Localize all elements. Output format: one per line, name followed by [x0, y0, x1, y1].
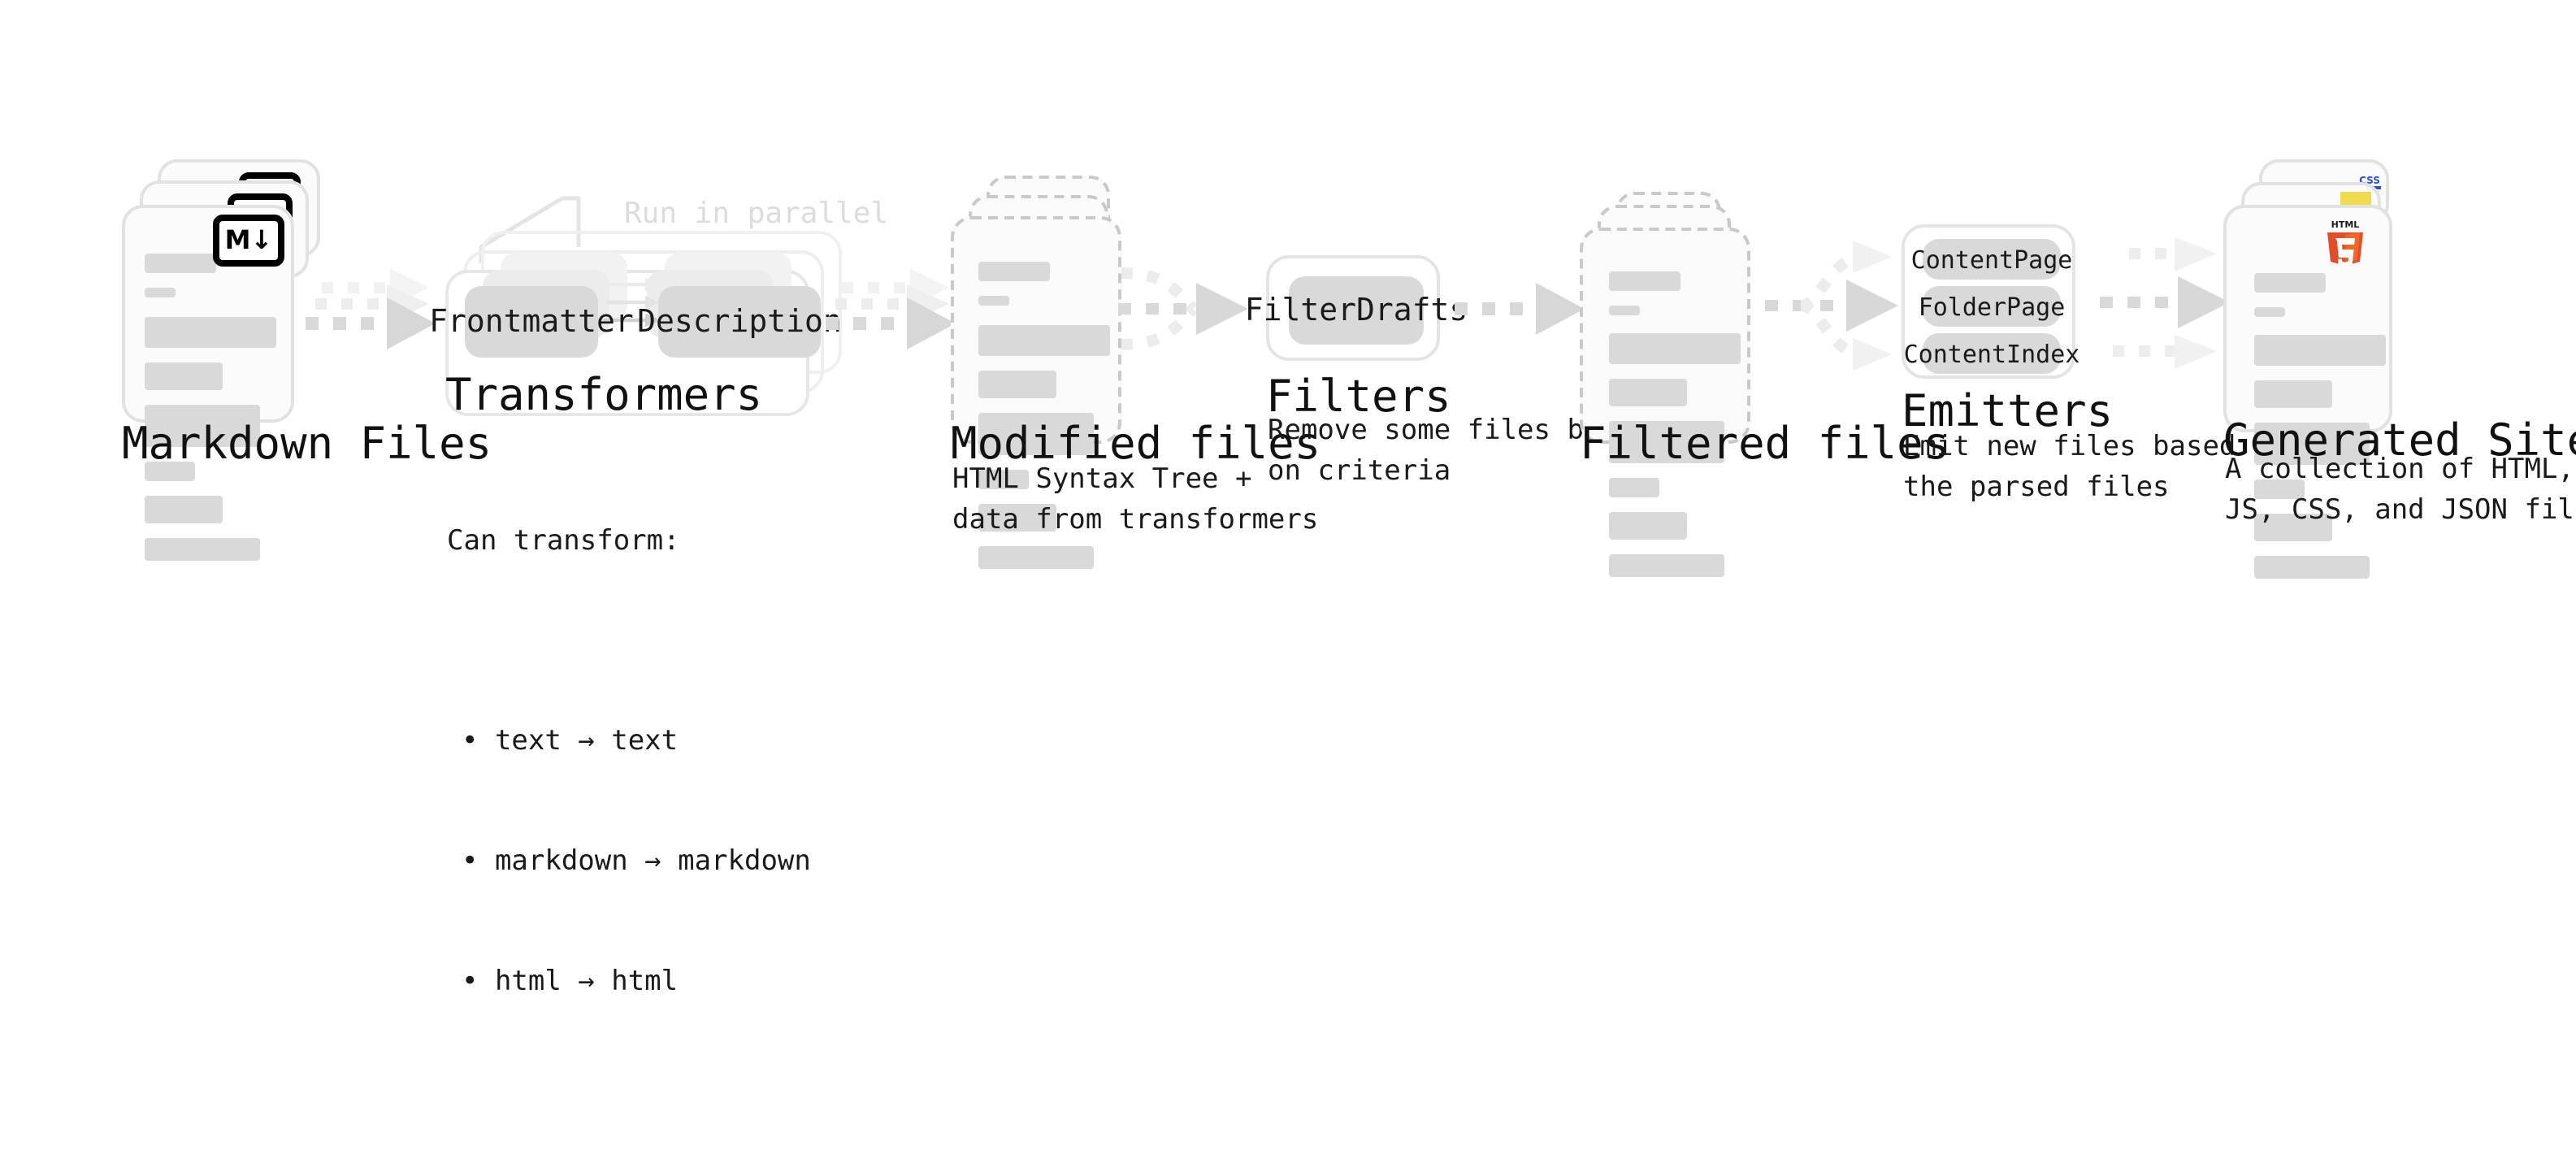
transformers-bullets: • text → text • markdown → markdown • ht… [447, 642, 811, 1083]
chip-frontmatter[interactable]: Frontmatter [429, 286, 634, 358]
stage-title-emitters: Emitters [1902, 387, 2114, 437]
site-card-front [2223, 205, 2392, 579]
stage-title-filtered-files: Filtered files [1580, 419, 1950, 470]
stage-title-markdown-files: Markdown Files [122, 419, 492, 470]
connector-modified-to-filters [1118, 244, 1281, 406]
stage-title-transformers: Transformers [445, 371, 763, 421]
chip-folderpage[interactable]: FolderPage [1919, 286, 2065, 327]
svg-text:HTML: HTML [2331, 219, 2360, 230]
stage-filtered-files [1580, 192, 1775, 577]
chip-filterdrafts[interactable]: FilterDrafts [1245, 276, 1468, 345]
filtered-card-front [1580, 228, 1750, 577]
stage-desc-modified-files: HTML Syntax Tree + data from transformer… [952, 463, 1319, 536]
transformers-bullet-1: • markdown → markdown [462, 845, 811, 879]
filters-box: FilterDrafts [1245, 255, 1468, 361]
filtered-content-lines [1609, 271, 1741, 577]
transformers-bullet-0: • text → text [462, 725, 679, 758]
stage-modified-files [951, 176, 1146, 569]
stage-markdown-files: M↓ M↓ M↓ [122, 159, 496, 561]
transformers-bullet-2: • html → html [462, 966, 679, 999]
connector-emitters-to-site [2097, 228, 2243, 398]
connector-transformers-to-modified [826, 252, 972, 398]
markdown-content-lines [145, 254, 276, 561]
chip-contentindex[interactable]: ContentIndex [1904, 333, 2079, 374]
connector-markdown-to-transformers [306, 252, 452, 398]
chip-contentpage[interactable]: ContentPage [1911, 239, 2072, 280]
connector-filters-to-filtered [1451, 273, 1598, 354]
emitters-box: ContentPage FolderPage ContentIndex [1902, 224, 2079, 379]
modified-content-lines [978, 262, 1110, 569]
modified-card-front [951, 216, 1121, 569]
run-in-parallel-label: Run in parallel [624, 197, 889, 231]
chip-description[interactable]: Description [637, 286, 842, 358]
stage-desc-generated-site: A collection of HTML, JS, CSS, and JSON … [2225, 453, 2576, 527]
frontmatter-to-description-arrows [603, 278, 661, 327]
stage-title-generated-site: Generated Site [2223, 416, 2576, 467]
pipeline-diagram: M↓ M↓ M↓ Markdown Files [122, 159, 2576, 999]
markdown-file-stack: M↓ M↓ M↓ [122, 159, 496, 561]
connector-filtered-to-emitters [1765, 231, 1928, 410]
stage-title-modified-files: Modified files [951, 419, 1321, 470]
markdown-card-front [122, 205, 294, 561]
stage-desc-transformers: Can transform: • text → text • markdown … [447, 442, 811, 1163]
markdown-icon: M↓ [213, 215, 284, 267]
stage-title-filters: Filters [1266, 372, 1451, 423]
site-content-lines [2254, 273, 2386, 579]
html5-icon: HTML [2327, 219, 2363, 267]
stage-generated-site: CSS HTML [2223, 159, 2435, 579]
transformers-desc-lead: Can transform: [447, 525, 680, 558]
